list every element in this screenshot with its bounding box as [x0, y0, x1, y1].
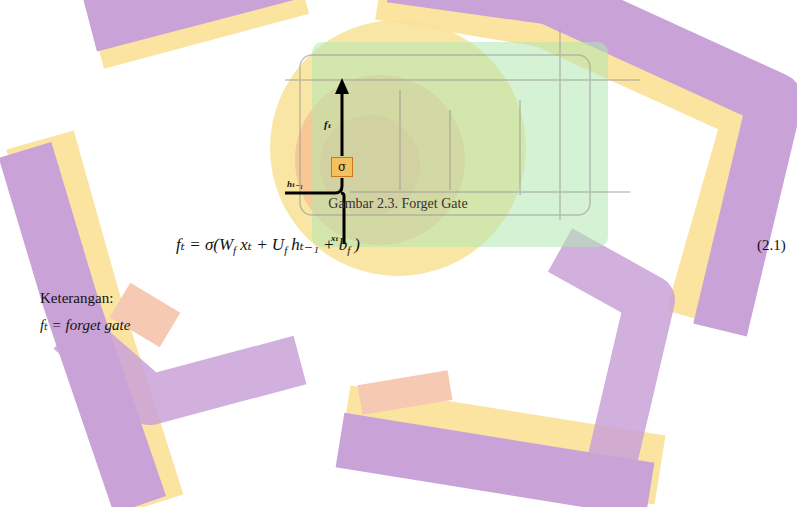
figure-caption: Gambar 2.3. Forget Gate	[328, 196, 467, 211]
watermark-band	[360, 385, 450, 400]
note-text: fₜ = forget gate	[40, 317, 130, 334]
faded-lstm-cell	[285, 30, 640, 220]
equation-part: f	[233, 244, 236, 256]
signal-label: xₜ	[331, 234, 339, 244]
watermark-band	[90, 0, 300, 25]
watermark-band	[25, 150, 140, 505]
equation-part: fₜ = σ(W	[176, 234, 233, 255]
sigmoid-box: σ	[331, 157, 353, 177]
node-text: σ	[338, 161, 346, 173]
watermark-band	[390, 0, 570, 5]
equation-part: xₜ + U	[240, 234, 284, 255]
signal-label: hₜ₋₁	[287, 180, 303, 190]
signal-label: fₜ	[324, 118, 332, 130]
watermark-band	[560, 250, 650, 470]
watermark-band	[70, 330, 300, 400]
equation-part: f	[284, 244, 287, 256]
note-heading: Keterangan:	[40, 290, 113, 307]
equation-part: f	[347, 244, 350, 256]
equation-part: hₜ₋₁ + b	[291, 234, 347, 255]
watermark-rect	[312, 42, 608, 247]
equation-number: (2.1)	[757, 237, 786, 254]
equation-part: )	[354, 235, 360, 255]
arrowhead	[335, 78, 349, 94]
